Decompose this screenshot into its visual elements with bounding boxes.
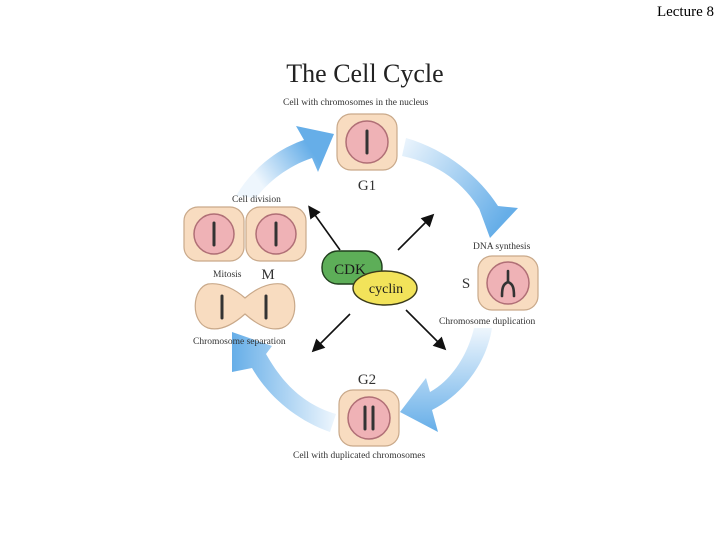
cycle-arrow-top-right	[402, 138, 518, 238]
g1-caption: Cell with chromosomes in the nucleus	[283, 98, 429, 108]
arrow-to-g2	[405, 309, 447, 351]
g2-caption: Cell with duplicated chromosomes	[293, 451, 425, 461]
diagram-title: The Cell Cycle	[286, 59, 443, 88]
dividing-cell	[194, 283, 296, 330]
s-label: S	[462, 276, 470, 292]
mitosis-label: Mitosis	[213, 270, 242, 280]
cyclin-label: cyclin	[369, 282, 403, 297]
g2-cell	[338, 389, 400, 447]
arrow-to-s	[397, 213, 435, 251]
g1-cell	[336, 113, 398, 171]
chromosome-duplication-label: Chromosome duplication	[439, 317, 536, 327]
cdk-label: CDK	[334, 262, 366, 278]
s-cell	[477, 255, 539, 311]
cycle-arrow-bottom-left	[232, 332, 336, 432]
cell-division-label: Cell division	[232, 195, 281, 205]
arrow-to-m	[308, 205, 341, 251]
daughter-cells	[183, 206, 307, 262]
cyclin-complex: cyclin	[352, 270, 418, 306]
arrow-to-separation	[311, 313, 351, 353]
dna-synthesis-label: DNA synthesis	[473, 242, 531, 252]
g2-label: G2	[358, 372, 376, 388]
cycle-arrow-top-left	[236, 126, 334, 198]
m-label: M	[261, 267, 274, 283]
lecture-label: Lecture 8	[656, 4, 714, 20]
g1-label: G1	[358, 178, 376, 194]
cycle-arrow-bottom-right	[400, 328, 492, 432]
chromosome-separation-label: Chromosome separation	[193, 337, 286, 347]
